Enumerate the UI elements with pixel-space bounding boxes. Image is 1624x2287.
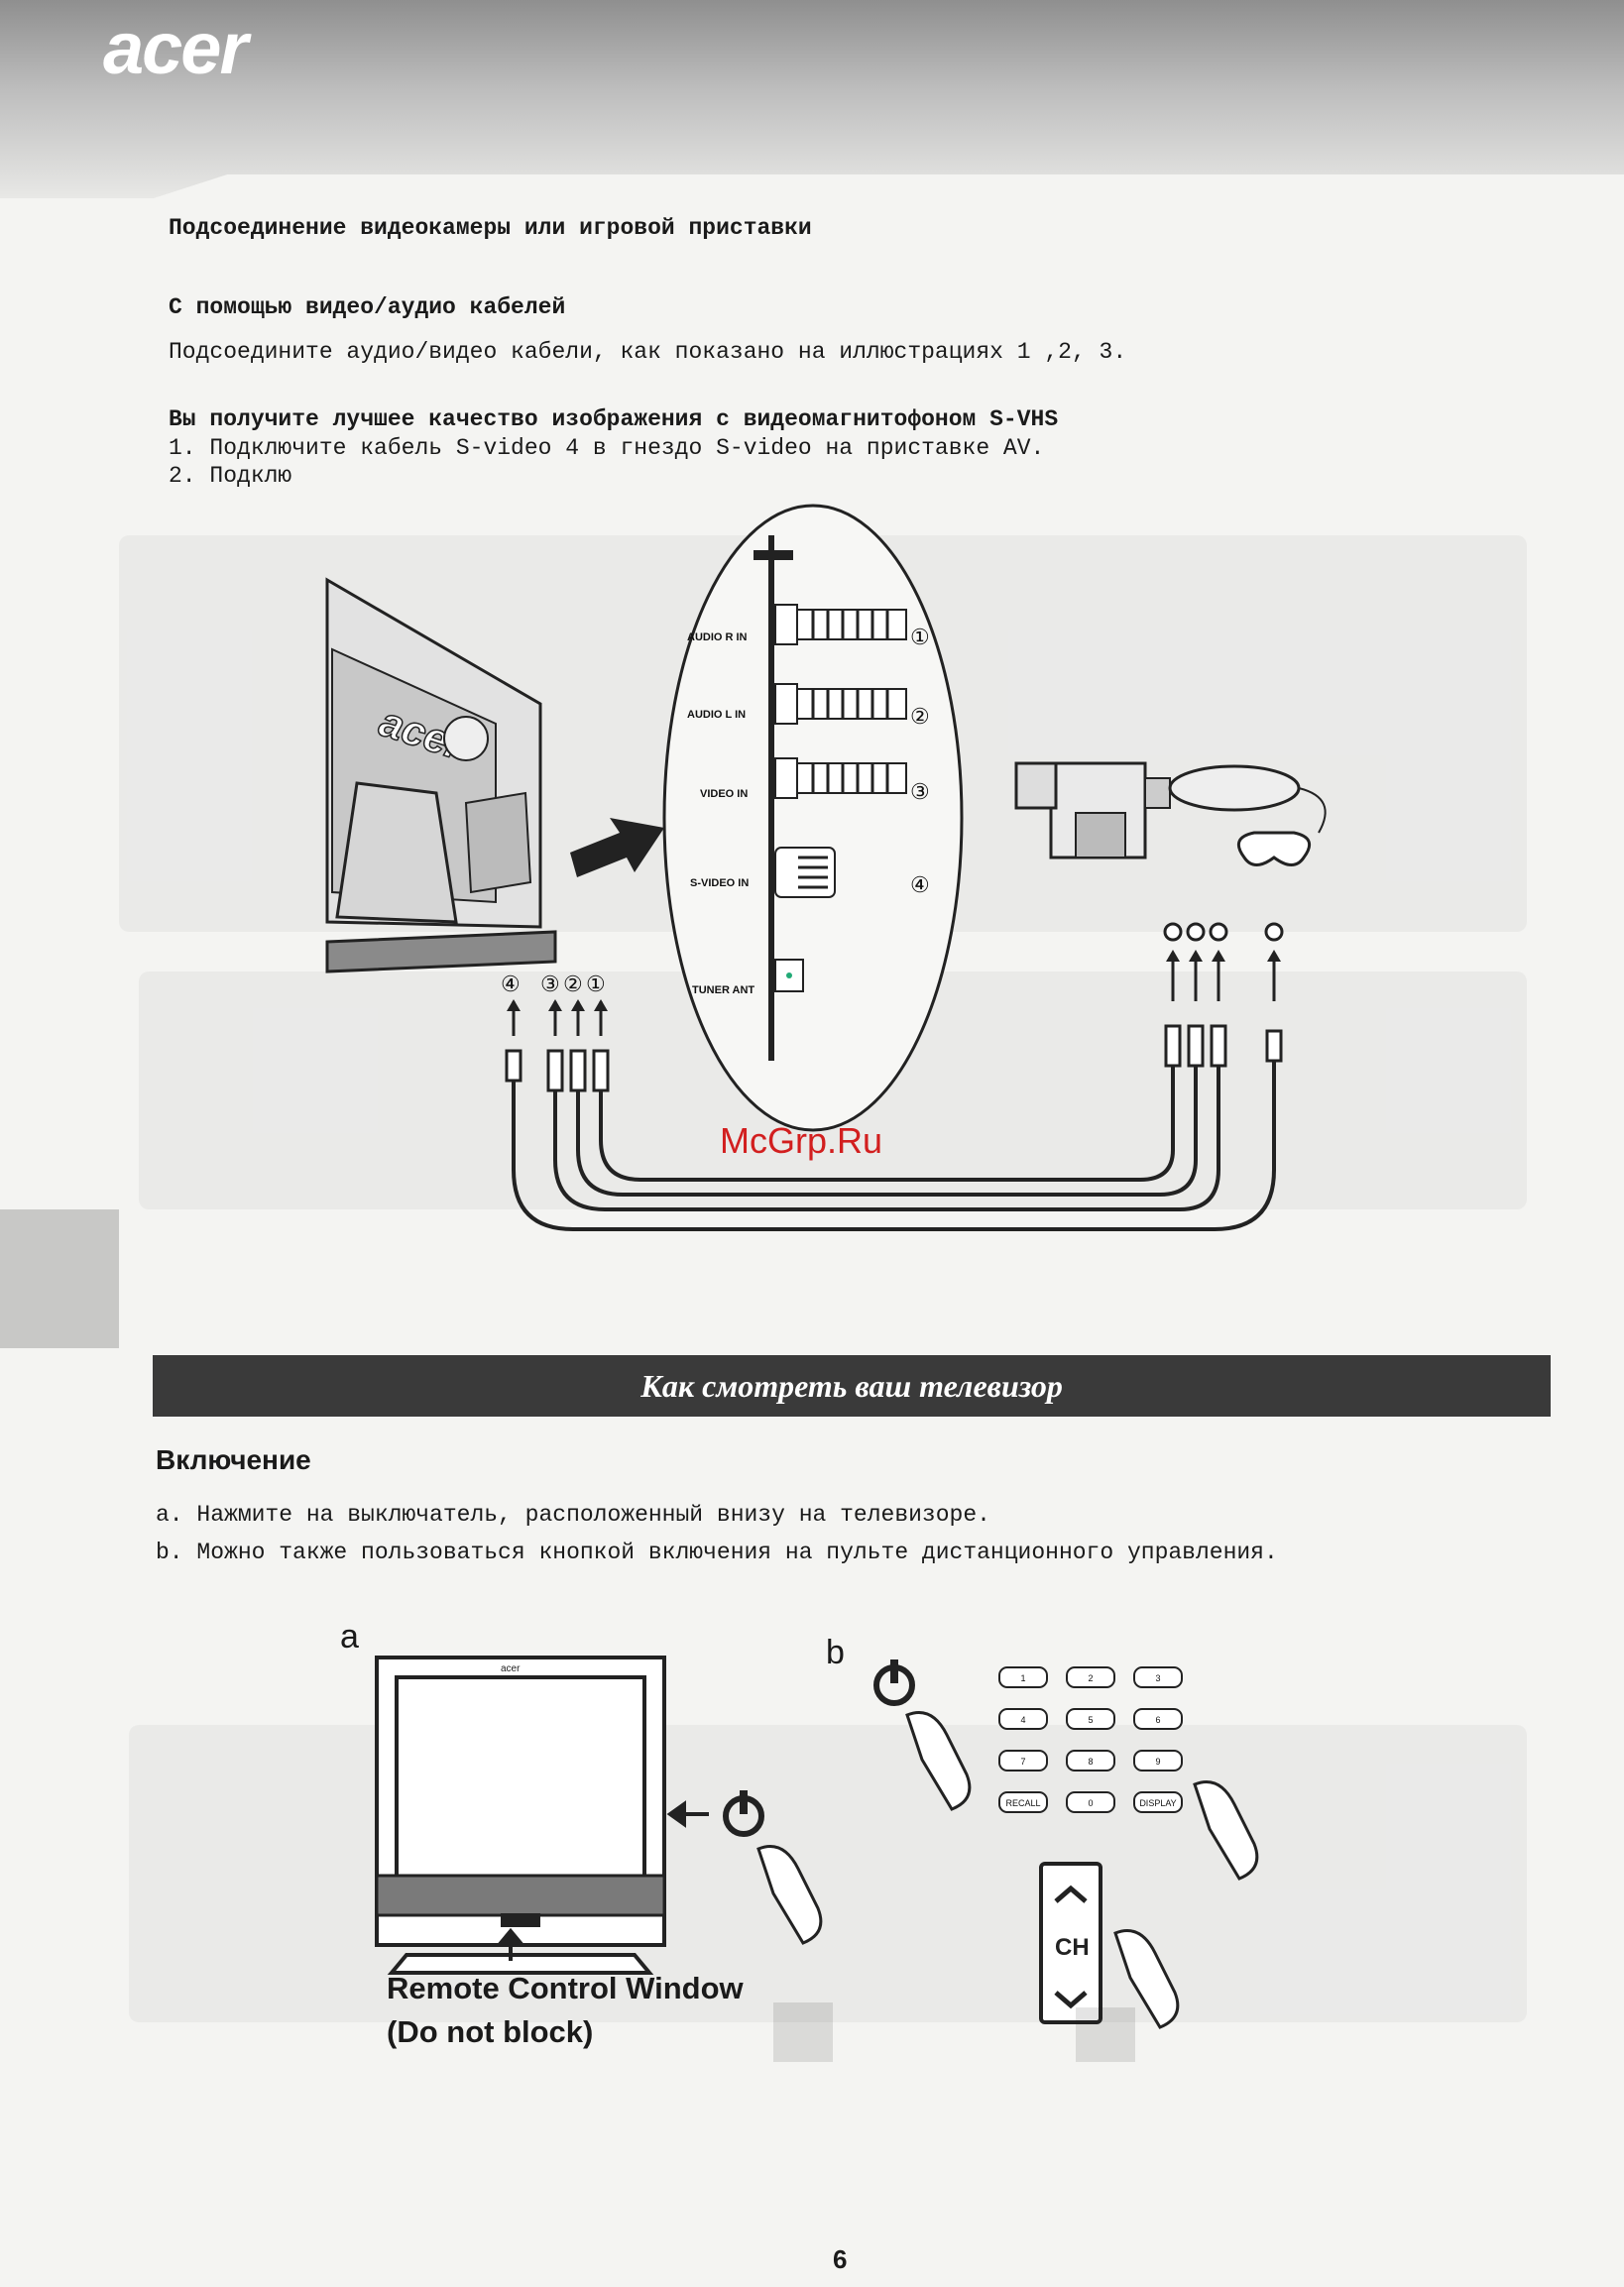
cable-number: ④ (501, 972, 521, 996)
caption-line-1: Remote Control Window (387, 1971, 744, 2005)
port-number: ③ (910, 779, 930, 804)
body-text: Подсоедините аудио/видео кабели, как пок… (169, 339, 1127, 365)
section-title: Подсоединение видеокамеры или игровой пр… (169, 215, 812, 241)
remote-key-label: 5 (1088, 1715, 1093, 1725)
quality-heading: Вы получите лучшее качество изображения … (169, 406, 1059, 432)
remote-key-label: 4 (1020, 1715, 1025, 1725)
tuner-label: TUNER ANT (692, 984, 754, 996)
port-label: S-VIDEO IN (690, 877, 749, 889)
page-edge-shadow (0, 1209, 119, 1348)
camcorder-illustration (1014, 761, 1171, 859)
remote-key (1133, 1708, 1183, 1730)
section-header-title: Как смотреть ваш телевизор (640, 1367, 1063, 1404)
step-item: 1. Подключите кабель S-video 4 в гнездо … (169, 435, 1045, 461)
port-number: ④ (910, 872, 930, 897)
cable-assembly: ④ ③ ② ① (501, 922, 1284, 1231)
header-band (0, 0, 1624, 198)
acer-logo: acer (103, 7, 248, 89)
subsection-title: С помощью видео/аудио кабелей (169, 294, 566, 320)
remote-key-label: 2 (1088, 1673, 1093, 1683)
remote-key-label: 7 (1020, 1757, 1025, 1767)
page-number: 6 (833, 2244, 848, 2274)
header-band-notch (0, 174, 1624, 258)
remote-key (1066, 1791, 1115, 1813)
remote-key-label: 8 (1088, 1757, 1093, 1767)
ch-label: CH (1055, 1934, 1090, 1961)
speaker-stack-ghost (773, 2002, 1135, 2062)
port-number: ② (910, 704, 930, 729)
port-label: AUDIO L IN (687, 709, 746, 721)
remote-key (998, 1666, 1048, 1688)
direction-arrow (570, 818, 664, 877)
port-panel-zoom: AUDIO R IN AUDIO L IN VIDEO IN S-VIDEO I… (662, 504, 964, 1132)
power-on-heading: Включение (156, 1444, 311, 1475)
remote-key (1133, 1750, 1183, 1772)
tv-brand: acer (501, 1663, 521, 1674)
remote-key (998, 1708, 1048, 1730)
monitor-rear-illustration: acer (325, 577, 557, 973)
remote-key-label: 3 (1155, 1673, 1160, 1683)
watermark: McGrp.Ru (720, 1120, 883, 1161)
game-console-illustration (1168, 764, 1327, 866)
instruction-item-a: a. Нажмите на выключатель, расположенный… (156, 1502, 990, 1528)
remote-key-label: 0 (1088, 1798, 1093, 1808)
remote-key (1066, 1750, 1115, 1772)
cable-number: ③ (540, 972, 560, 996)
remote-key-label: RECALL (1005, 1798, 1040, 1808)
port-label: AUDIO R IN (687, 631, 748, 643)
figure-label-a: a (340, 1618, 359, 1656)
section-header-bar: Как смотреть ваш телевизор (153, 1355, 1551, 1417)
remote-key (1133, 1666, 1183, 1688)
tv-illustration: acer (375, 1656, 823, 1975)
remote-key-label: DISPLAY (1139, 1798, 1176, 1808)
instruction-item-b: b. Можно также пользоваться кнопкой вклю… (156, 1540, 1278, 1565)
remote-key (1066, 1708, 1115, 1730)
remote-key-label: 6 (1155, 1715, 1160, 1725)
remote-key (998, 1791, 1048, 1813)
remote-key (1133, 1791, 1183, 1813)
cable-number: ① (586, 972, 606, 996)
remote-key (1066, 1666, 1115, 1688)
port-number: ① (910, 625, 930, 649)
bleed-through-panel (129, 1725, 1527, 2022)
remote-key-label: 9 (1155, 1757, 1160, 1767)
step-item: 2. Подклю (169, 463, 292, 489)
caption-line-2: (Do not block) (387, 2014, 594, 2049)
port-label: VIDEO IN (700, 788, 748, 800)
remote-key-label: 1 (1020, 1673, 1025, 1683)
cable-number: ② (563, 972, 583, 996)
remote-key (998, 1750, 1048, 1772)
connection-diagram: acer AUDIO R IN AUDIO L IN VIDEO IN S- (325, 504, 1327, 1231)
figure-label-b: b (826, 1634, 845, 1671)
